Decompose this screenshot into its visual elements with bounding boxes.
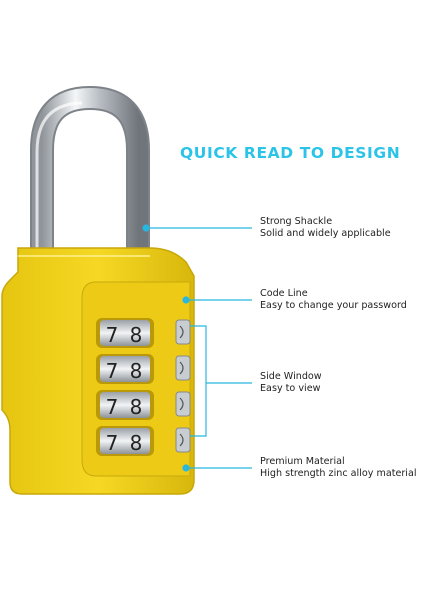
- callout-strong-shackle: Strong Shackle Solid and widely applicab…: [260, 216, 424, 240]
- dial-0-right-digit: 8: [130, 323, 143, 347]
- callout-pointers: [142, 224, 252, 472]
- dial-3[interactable]: 7 8: [96, 426, 191, 456]
- callout-title: Code Line: [260, 288, 308, 299]
- shackle: [30, 85, 150, 262]
- callout-title: Premium Material: [260, 456, 345, 467]
- callout-title: Side Window: [260, 371, 322, 382]
- callout-code-line: Code Line Easy to change your password: [260, 288, 424, 312]
- pointer-dot-material: [182, 464, 190, 472]
- dial-3-left-digit: 7: [106, 431, 119, 455]
- pointer-dot-code-line: [182, 296, 190, 304]
- callout-premium-material: Premium Material High strength zinc allo…: [260, 456, 424, 480]
- dial-2-right-digit: 8: [130, 395, 143, 419]
- dial-0-left-digit: 7: [106, 323, 119, 347]
- dial-1-right-digit: 8: [130, 359, 143, 383]
- dial-1-left-digit: 7: [106, 359, 119, 383]
- headline: QUICK READ TO DESIGN: [180, 144, 401, 162]
- dial-2-left-digit: 7: [106, 395, 119, 419]
- callout-title: Strong Shackle: [260, 216, 333, 227]
- dial-2[interactable]: 7 8: [96, 390, 191, 420]
- pointer-dot-shackle: [142, 224, 150, 232]
- callout-desc: Solid and widely applicable: [260, 228, 391, 239]
- callout-side-window: Side Window Easy to view: [260, 371, 424, 395]
- callout-desc: Easy to view: [260, 383, 321, 394]
- callout-desc: Easy to change your password: [260, 300, 407, 311]
- dial-1[interactable]: 7 8: [96, 354, 191, 384]
- callout-desc: High strength zinc alloy material: [260, 468, 417, 479]
- dial-3-right-digit: 8: [130, 431, 143, 455]
- pointer-side-window: [190, 325, 252, 437]
- dial-0[interactable]: 7 8: [96, 318, 191, 348]
